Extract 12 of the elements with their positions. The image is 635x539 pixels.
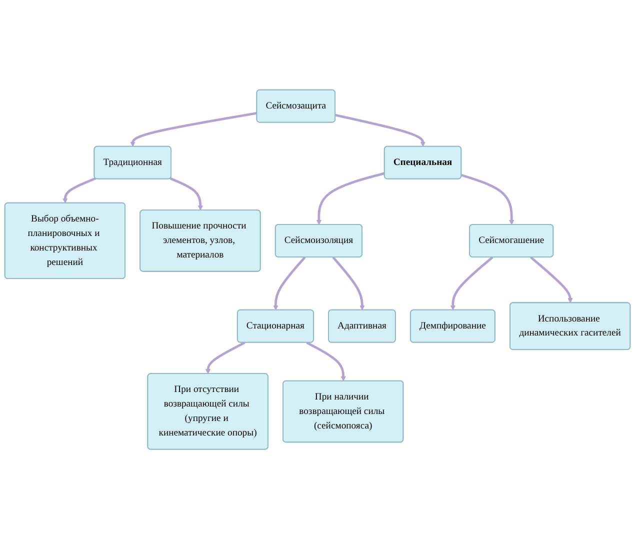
arrow (170, 177, 204, 211)
arrow (461, 174, 514, 225)
arrow (530, 256, 573, 304)
arrow (450, 256, 494, 310)
arrow (130, 112, 258, 147)
arrow (62, 177, 96, 204)
arrow (332, 256, 365, 310)
arrow (273, 256, 306, 310)
arrow (205, 341, 246, 374)
arrow (306, 341, 346, 382)
arrow (316, 172, 385, 225)
arrow (335, 114, 426, 147)
